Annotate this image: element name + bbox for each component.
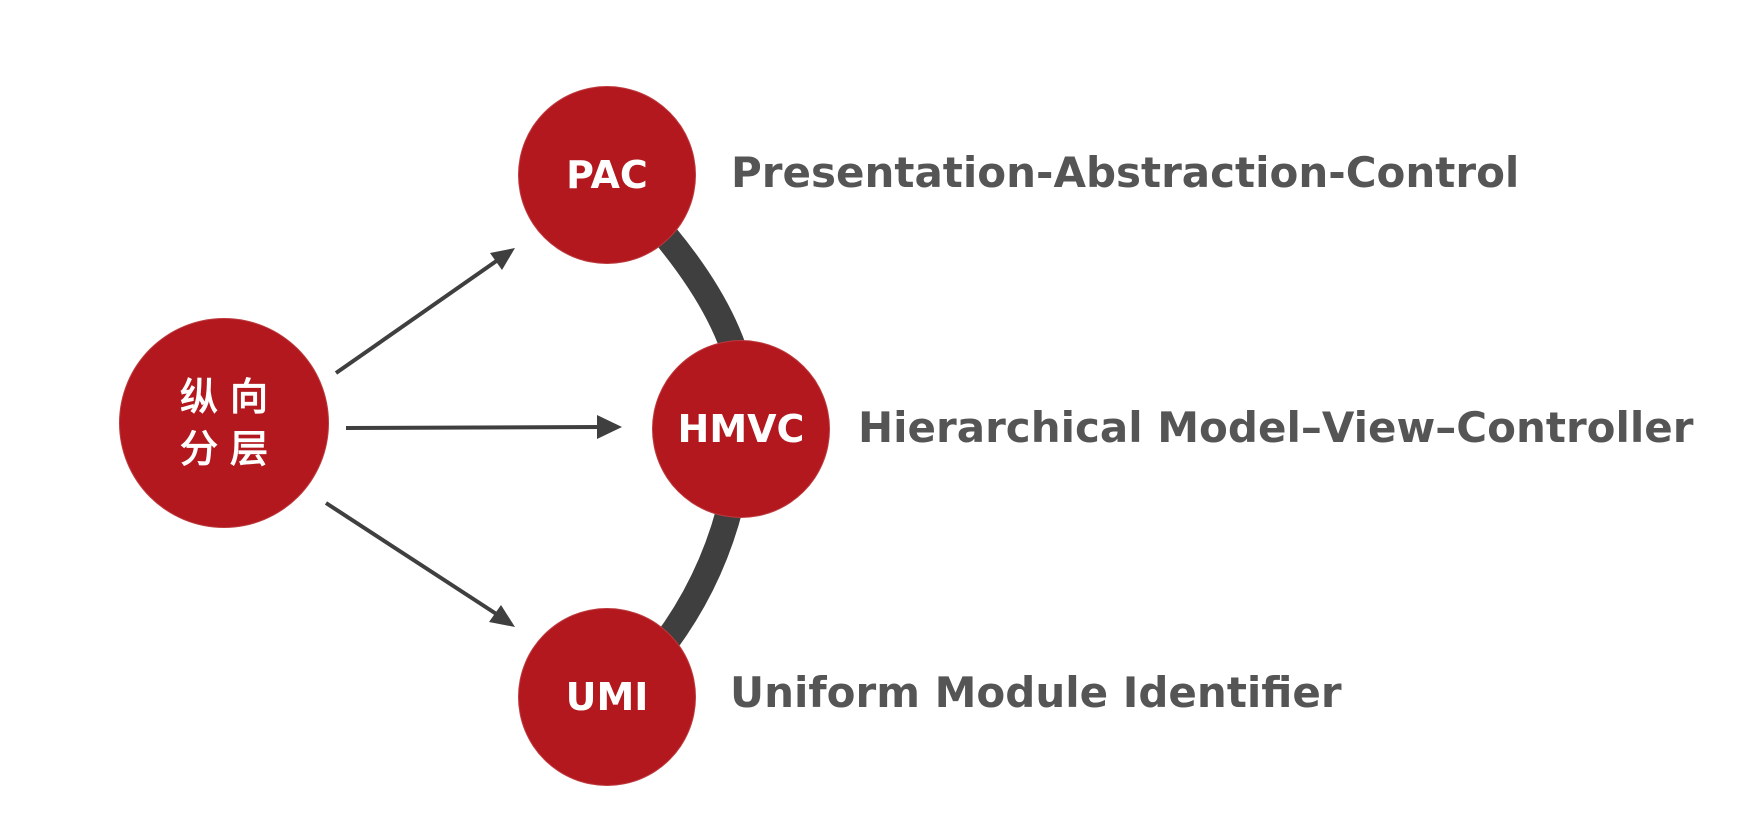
arrow-to-hmvc xyxy=(345,425,603,430)
pac-node-label: PAC xyxy=(566,153,648,197)
hmvc-description: Hierarchical Model–View–Controller xyxy=(858,403,1694,452)
arrow-to-pac xyxy=(334,253,507,375)
umi-node: UMI xyxy=(518,608,696,786)
arrow-to-umi xyxy=(324,501,503,619)
arrow-to-hmvc-head xyxy=(597,415,622,439)
umi-node-label: UMI xyxy=(565,675,649,719)
pac-description: Presentation-Abstraction-Control xyxy=(731,148,1520,197)
root-node-label: 纵向分层 xyxy=(179,375,280,471)
umi-description: Uniform Module Identifier xyxy=(730,668,1342,717)
hmvc-node: HMVC xyxy=(652,340,830,518)
arrow-to-pac-head xyxy=(490,248,515,270)
arrow-to-umi-head xyxy=(489,605,515,627)
pac-node: PAC xyxy=(518,86,696,264)
hmvc-node-label: HMVC xyxy=(677,407,805,451)
root-node: 纵向分层 xyxy=(119,318,329,528)
